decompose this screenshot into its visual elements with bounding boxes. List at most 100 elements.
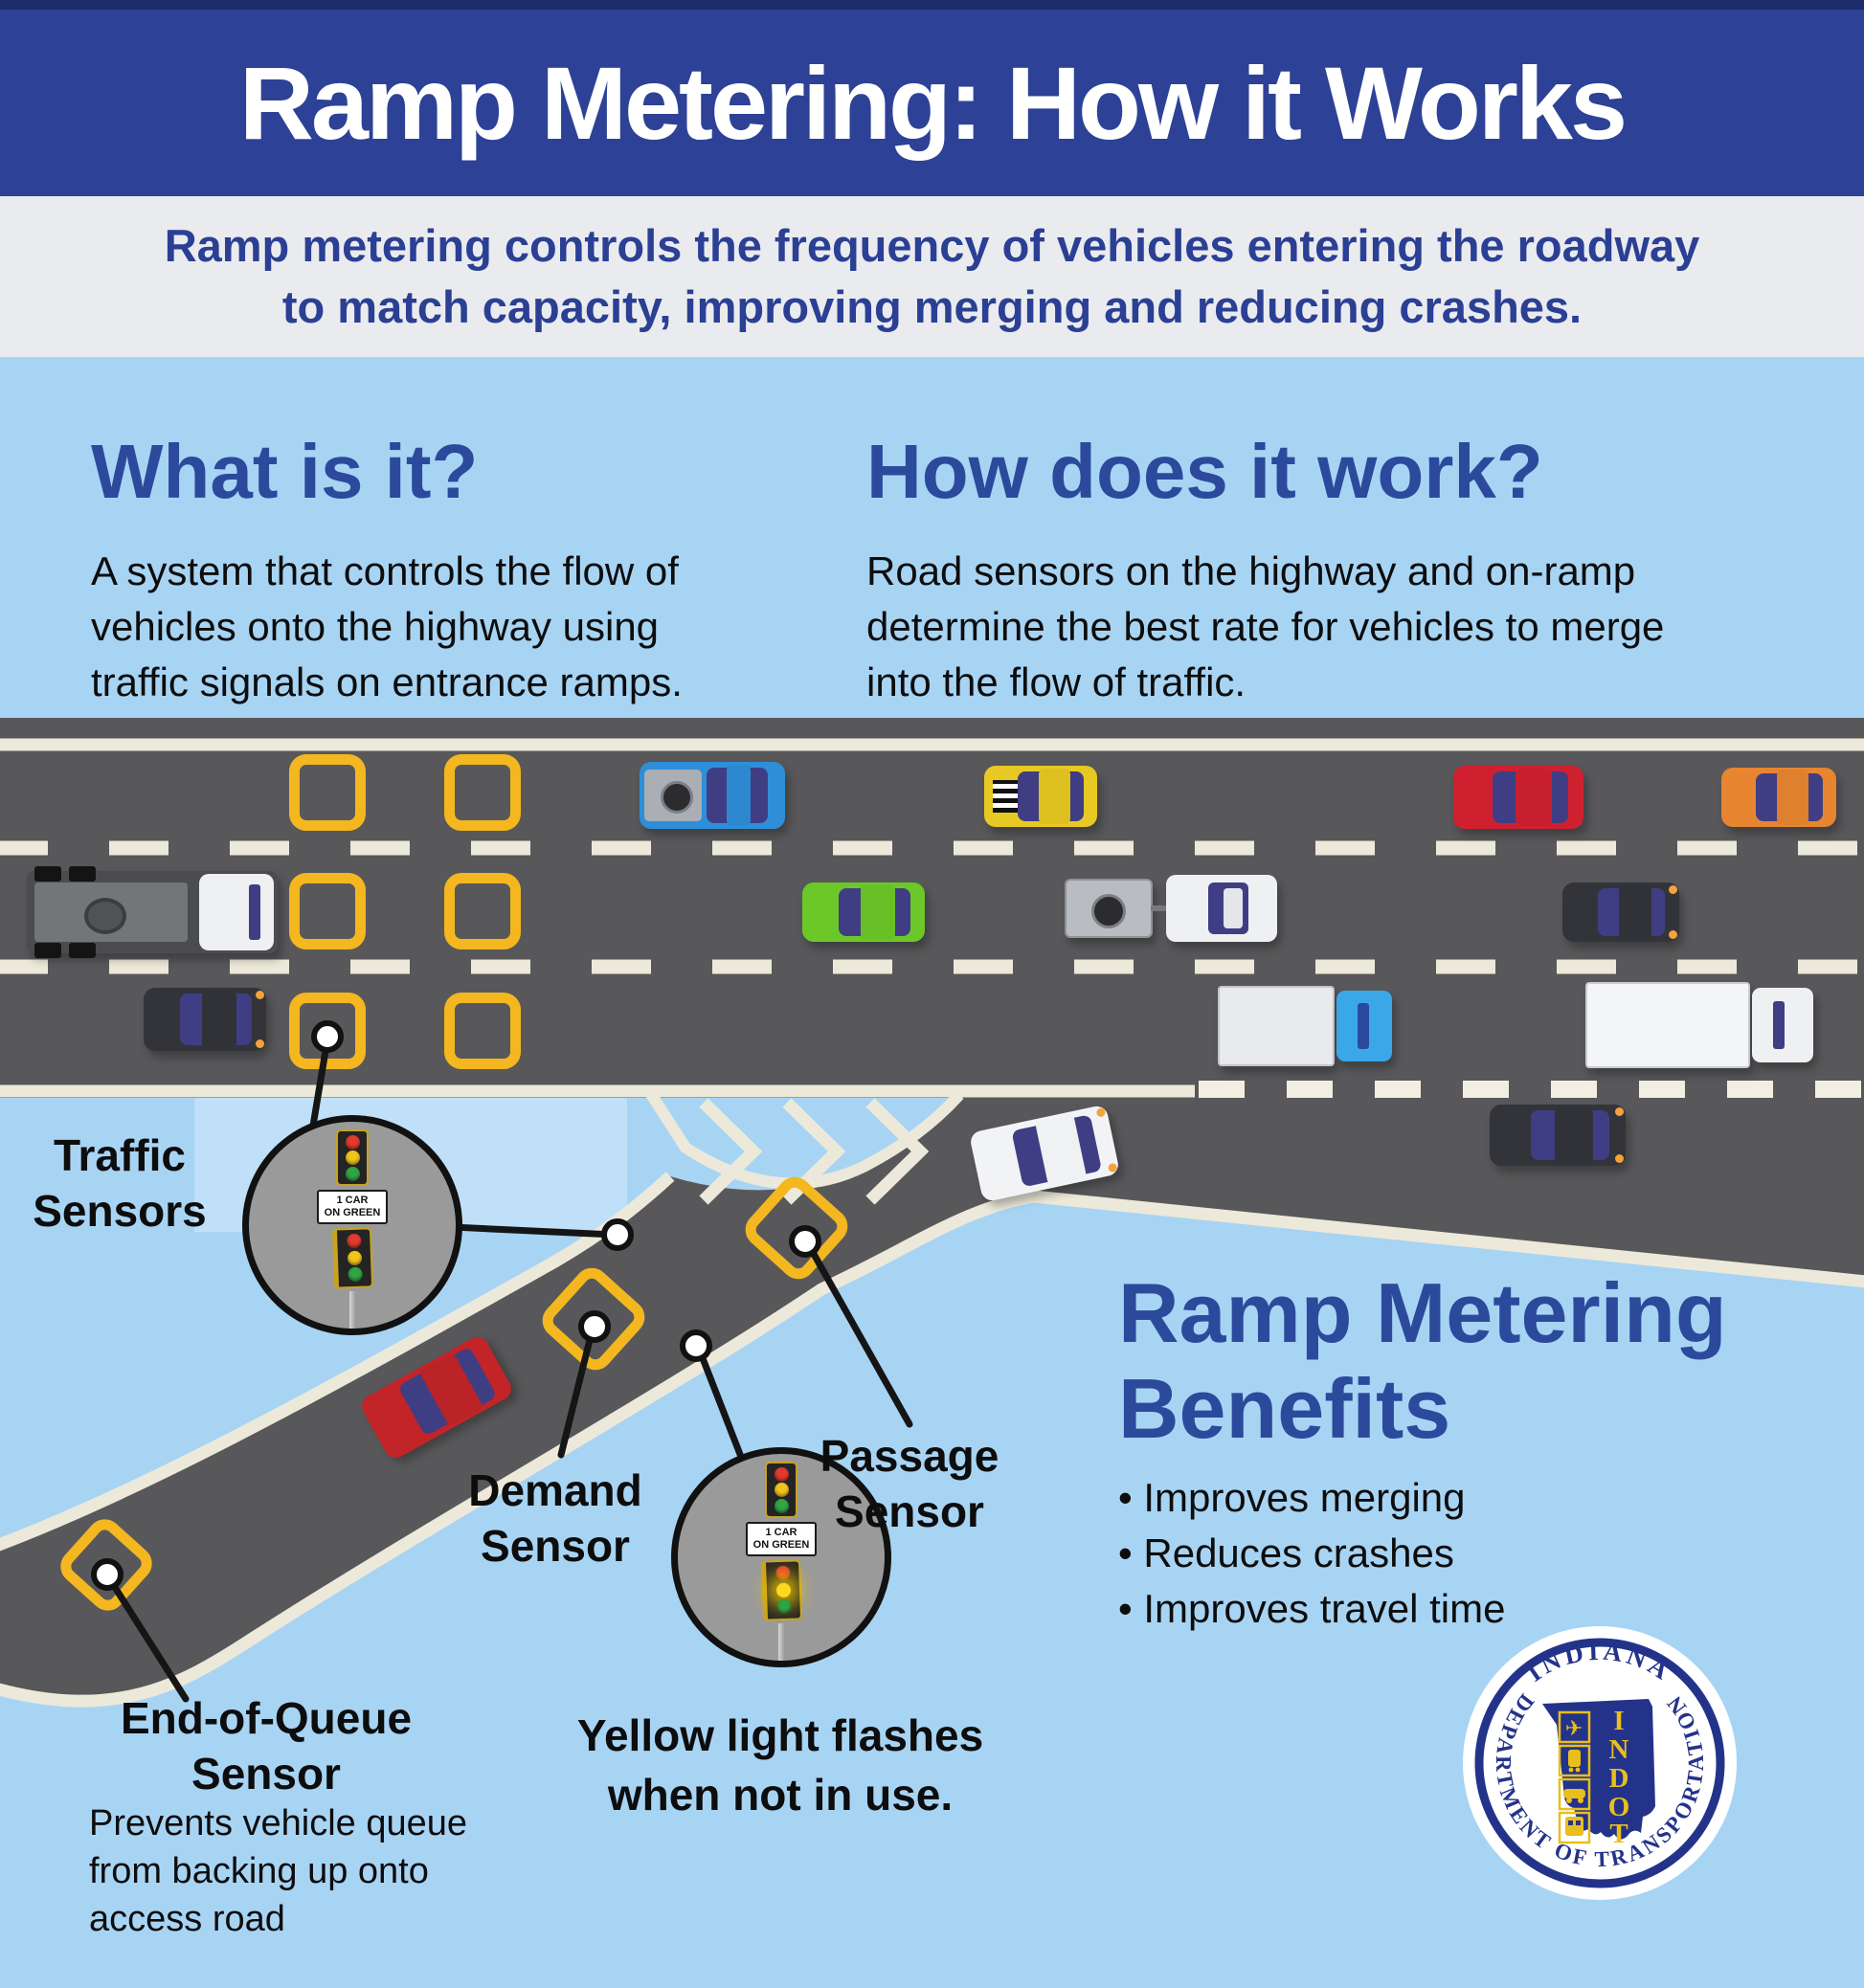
green-light-icon: [775, 1598, 791, 1615]
truck-deck-detail: [84, 898, 126, 934]
line-end-of-queue: [107, 1577, 190, 1703]
meter-signal-inset: 1 CAR ON GREEN: [242, 1115, 462, 1335]
header-banner: Ramp Metering: How it Works: [0, 0, 1864, 196]
subtitle-line-1: Ramp metering controls the frequency of …: [164, 219, 1700, 271]
traffic-sensor-loop: [444, 873, 521, 949]
benefit-item: • Improves travel time: [1118, 1586, 1506, 1631]
passage-label-line2: Sensor: [835, 1486, 984, 1536]
red-light-icon: [346, 1233, 361, 1249]
traffic-sensors-label-line2: Sensors: [33, 1186, 207, 1236]
headlight: [256, 991, 264, 999]
vehicle-box-truck-blue-cab: [1218, 986, 1392, 1066]
end-of-queue-description: Prevents vehicle queue from backing up o…: [89, 1799, 606, 1943]
plane-icon-box: [1558, 1710, 1591, 1744]
what-body-line2: vehicles onto the highway using: [91, 604, 660, 649]
green-light-icon: [347, 1266, 362, 1283]
traffic-light-head: [336, 1129, 369, 1187]
yellow-light-icon: [346, 1250, 362, 1265]
logo-letter: N: [1609, 1734, 1629, 1765]
truck-wheel: [34, 943, 61, 958]
taxi-checker: [993, 780, 1019, 813]
demand-sensor-label: Demand Sensor: [402, 1463, 708, 1574]
line-ramp-to-circle2: [697, 1350, 745, 1461]
traffic-sensor-loop: [289, 873, 366, 949]
meter-sign: 1 CAR ON GREEN: [745, 1522, 818, 1556]
logo-acronym: I N D O T: [1608, 1706, 1630, 1849]
meter-sign: 1 CAR ON GREEN: [316, 1190, 389, 1224]
traffic-light-head-lower: [331, 1227, 373, 1289]
passage-label-line1: Passage: [820, 1431, 999, 1481]
vehicle-roof: [861, 884, 896, 940]
eoq-desc-line2: from backing up onto: [89, 1851, 429, 1891]
vehicle-green-car: [802, 882, 925, 942]
truck-cab: [199, 874, 274, 950]
vehicle-box-truck-white: [1585, 982, 1813, 1068]
how-body-line3: into the flow of traffic.: [866, 659, 1246, 704]
traffic-sensor-loop: [289, 993, 366, 1069]
end-of-queue-label: End-of-Queue Sensor: [75, 1690, 458, 1801]
logo-letter: O: [1608, 1792, 1630, 1822]
what-body: A system that controls the flow of vehic…: [91, 544, 683, 710]
truck-box: [1218, 986, 1335, 1066]
indot-logo: INDIANA DEPARTMENT OF TRANSPORTATION ✈ I…: [1463, 1626, 1737, 1900]
benefits-heading: Ramp Metering Benefits: [1118, 1265, 1727, 1457]
line-demand: [557, 1329, 595, 1459]
meter-sign-line2: ON GREEN: [752, 1539, 810, 1552]
vehicle-roof: [1516, 768, 1553, 827]
traffic-sensors-label-line1: Traffic: [53, 1130, 187, 1180]
passage-marker-dot: [789, 1225, 821, 1258]
train-icon: [1568, 1750, 1581, 1773]
vehicle-red-car: [1453, 766, 1583, 829]
flashing-yellow-light-icon: [775, 1582, 791, 1597]
logo-letter: I: [1613, 1706, 1624, 1736]
what-body-line1: A system that controls the flow of: [91, 548, 679, 593]
roadway-surface: [0, 718, 1864, 1702]
subtitle-band: Ramp metering controls the frequency of …: [0, 196, 1864, 357]
eoq-desc-line3: access road: [89, 1899, 285, 1939]
headlight: [1615, 1154, 1624, 1163]
headlight: [1615, 1107, 1624, 1116]
yellow-light-icon: [345, 1150, 360, 1166]
meter-sign-line1: 1 CAR: [765, 1527, 797, 1539]
bus-icon-box: [1558, 1811, 1591, 1844]
vehicle-dark-suv-middle: [1562, 882, 1679, 942]
end-of-queue-marker-dot: [91, 1558, 124, 1591]
trailer-tire: [1091, 894, 1126, 928]
page-title: Ramp Metering: How it Works: [238, 45, 1628, 161]
subtitle-line-2: to match capacity, improving merging and…: [281, 281, 1583, 332]
eoq-label-line1: End-of-Queue: [120, 1693, 413, 1743]
vehicle-roof: [202, 990, 237, 1049]
vehicle-roof: [1555, 1106, 1593, 1164]
logo-letter: D: [1609, 1763, 1629, 1794]
traffic-light-head-lower: [760, 1559, 802, 1621]
trailer-hitch: [1151, 905, 1166, 911]
logo-letter: T: [1609, 1819, 1628, 1849]
truck-windshield: [249, 884, 260, 940]
truck-wheel: [69, 866, 96, 882]
demand-label-line2: Sensor: [481, 1521, 630, 1571]
headlight: [1669, 885, 1677, 894]
merge-point-dot: [601, 1218, 634, 1251]
gore-chevron-3: [865, 1098, 930, 1205]
meter-sign-line2: ON GREEN: [324, 1207, 381, 1219]
red-light-icon: [345, 1134, 360, 1150]
vehicle-roof: [1224, 888, 1243, 928]
bus-icon: [1565, 1817, 1583, 1836]
meter-sign-line1: 1 CAR: [336, 1195, 369, 1207]
car-icon: [1563, 1789, 1585, 1803]
vehicle-roof: [1776, 770, 1809, 825]
vehicle-dark-suv-merge-lane: [1490, 1105, 1626, 1166]
truck-wheel: [69, 943, 96, 958]
red-light-icon: [775, 1565, 790, 1581]
benefits-heading-line2: Benefits: [1118, 1361, 1451, 1456]
headlight: [256, 1039, 264, 1048]
sensor-marker-dot: [311, 1020, 344, 1053]
yellow-light-note: Yellow light flashes when not in use.: [531, 1706, 1029, 1824]
plane-icon: ✈: [1565, 1716, 1583, 1740]
spare-tire: [661, 781, 693, 814]
logo-ring: [1474, 1638, 1725, 1888]
signal-pole: [349, 1291, 355, 1329]
ramp-edge-dot: [680, 1329, 712, 1362]
headlight: [1669, 930, 1677, 939]
traffic-sensor-loop: [444, 754, 521, 831]
